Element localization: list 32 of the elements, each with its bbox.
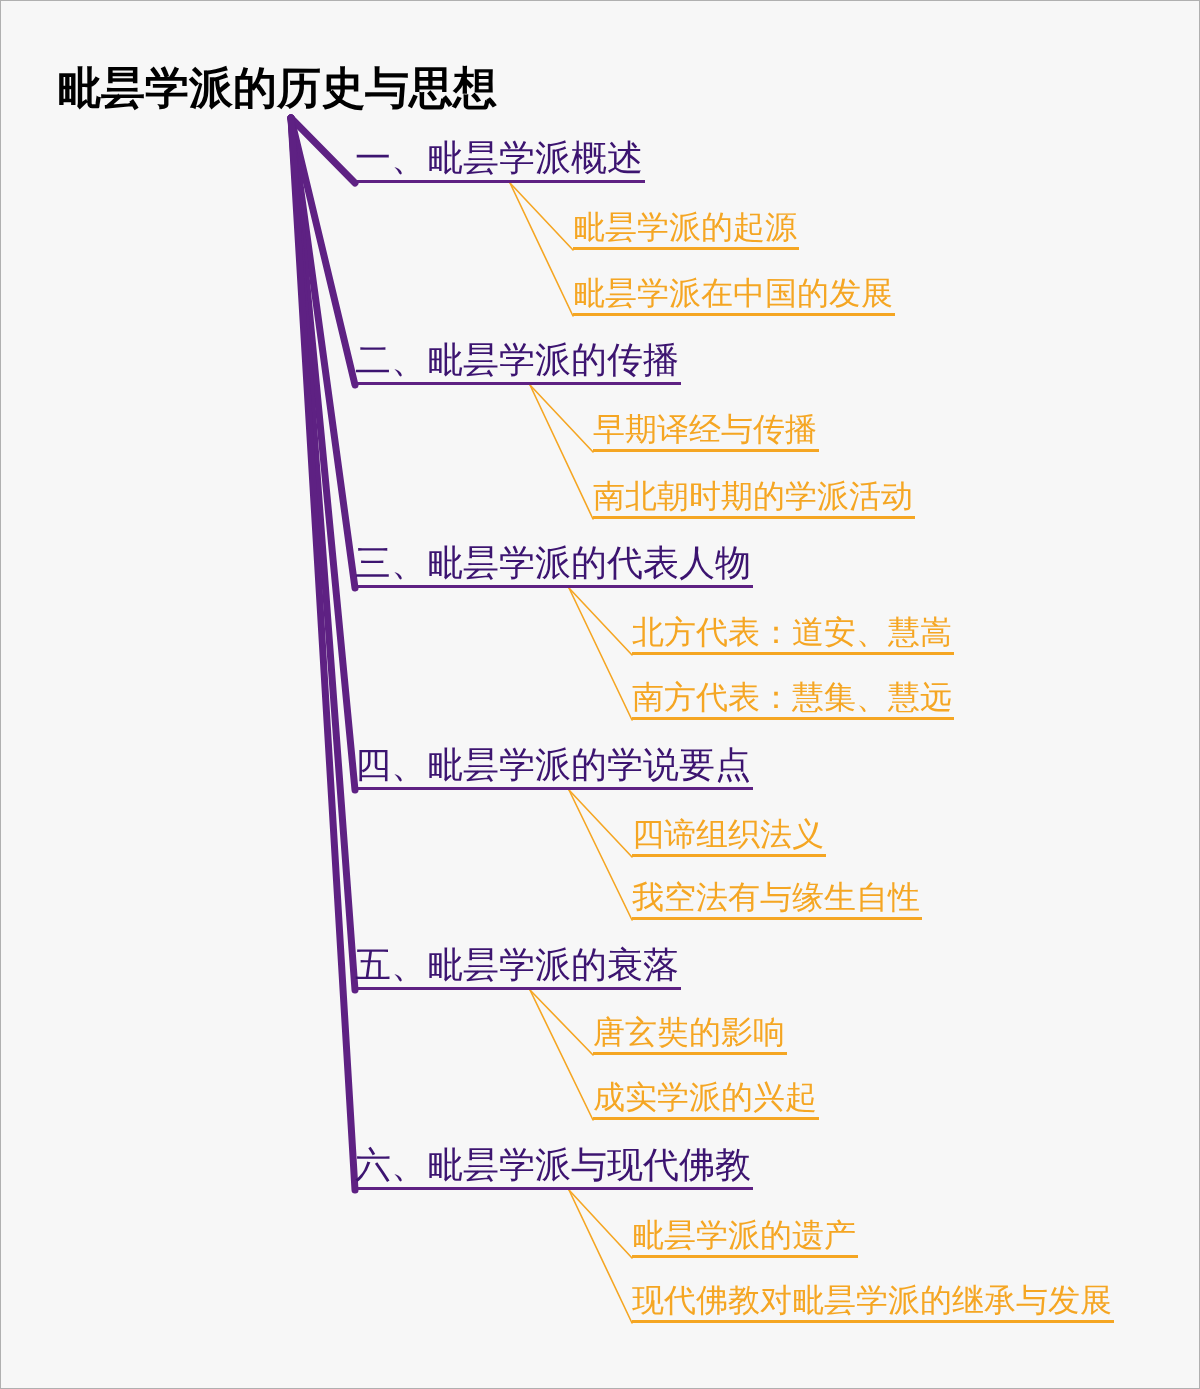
branch-line bbox=[568, 1189, 633, 1324]
subtopic-label: 四谛组织法义 bbox=[632, 814, 826, 857]
branch-line bbox=[568, 587, 633, 656]
branch-line bbox=[568, 587, 633, 721]
branch-line bbox=[568, 789, 633, 858]
topic-label: 一、毗昙学派概述 bbox=[355, 136, 645, 183]
branch-line bbox=[509, 182, 574, 317]
subtopic-label: 南方代表：慧集、慧远 bbox=[632, 677, 954, 720]
subtopic-label: 毗昙学派的遗产 bbox=[632, 1215, 858, 1258]
branch-line bbox=[287, 114, 359, 592]
subtopic-label: 南北朝时期的学派活动 bbox=[593, 476, 915, 519]
branch-line bbox=[509, 182, 574, 251]
branch-line bbox=[287, 114, 359, 1194]
subtopic-label: 成实学派的兴起 bbox=[593, 1077, 819, 1120]
topic-label: 四、毗昙学派的学说要点 bbox=[355, 743, 753, 790]
branch-line bbox=[529, 384, 594, 453]
topic-label: 二、毗昙学派的传播 bbox=[355, 338, 681, 385]
branch-line bbox=[568, 1189, 633, 1259]
branch-line bbox=[529, 989, 594, 1121]
subtopic-label: 毗昙学派在中国的发展 bbox=[573, 273, 895, 316]
branch-line bbox=[287, 114, 359, 187]
subtopic-label: 毗昙学派的起源 bbox=[573, 207, 799, 250]
subtopic-label: 现代佛教对毗昙学派的继承与发展 bbox=[632, 1280, 1114, 1323]
branch-line bbox=[568, 789, 633, 921]
subtopic-label: 早期译经与传播 bbox=[593, 409, 819, 452]
branch-line bbox=[529, 384, 594, 520]
subtopic-label: 我空法有与缘生自性 bbox=[632, 877, 922, 920]
subtopic-label: 唐玄奘的影响 bbox=[593, 1012, 787, 1055]
branch-line bbox=[529, 989, 594, 1056]
root-topic: 毗昙学派的历史与思想 bbox=[57, 62, 499, 114]
topic-label: 三、毗昙学派的代表人物 bbox=[355, 541, 753, 588]
subtopic-label: 北方代表：道安、慧嵩 bbox=[632, 612, 954, 655]
